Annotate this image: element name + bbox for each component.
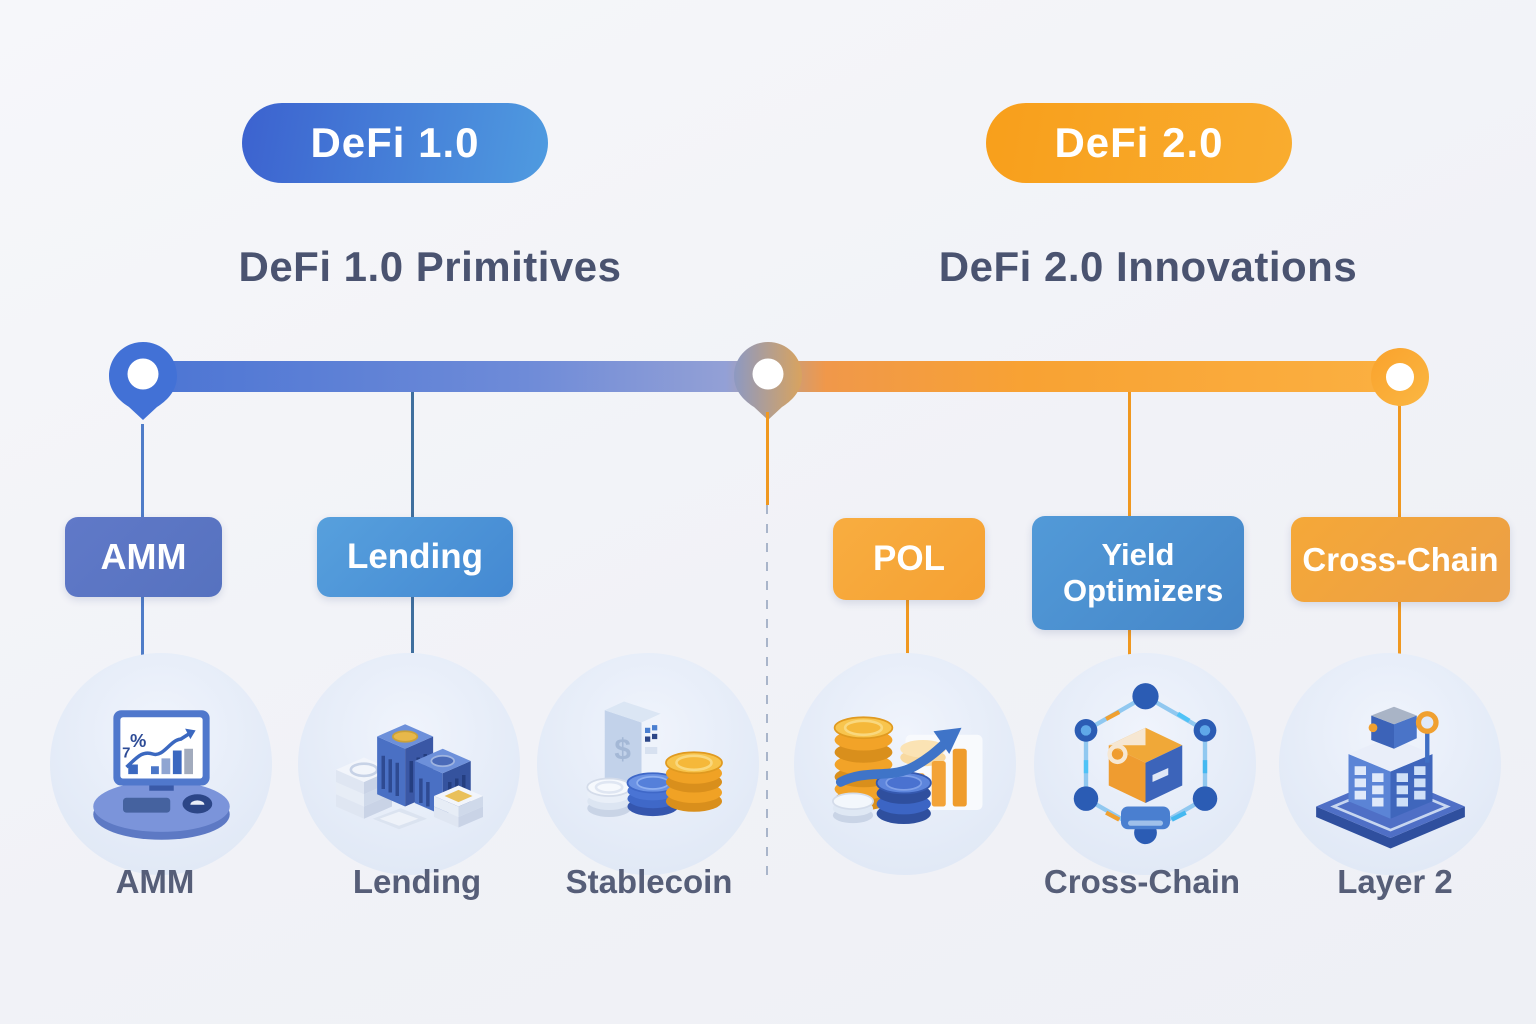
connector-amm-upper xyxy=(141,424,144,518)
connector-cross-chain-lower xyxy=(1398,601,1401,655)
yield-optimizers-box: Yield Optimizers xyxy=(1032,516,1244,630)
pol-box: POL xyxy=(833,518,985,600)
pol-box-label: POL xyxy=(873,538,945,578)
connector-lending-upper xyxy=(411,392,414,518)
pol-graphic xyxy=(831,715,982,824)
cross-chain-box-label: Cross-Chain xyxy=(1302,540,1499,578)
stablecoin-coins-icon: $ xyxy=(537,653,759,875)
defi-1-badge: DeFi 1.0 xyxy=(242,103,548,183)
layer2-building-icon xyxy=(1279,653,1501,875)
defi-1-badge-label: DeFi 1.0 xyxy=(310,119,480,166)
cross-chain-graphic xyxy=(1073,682,1217,844)
layer2-caption: Layer 2 xyxy=(1337,863,1453,900)
lending-box: Lending xyxy=(317,517,513,597)
era2-title: DeFi 2.0 Innovations xyxy=(938,243,1358,290)
defi-2-badge: DeFi 2.0 xyxy=(986,103,1292,183)
connector-cross-chain-upper xyxy=(1398,406,1401,517)
timeline-start-pin-icon xyxy=(109,342,177,420)
section-divider-dashed-line xyxy=(766,505,768,883)
timeline-end-ring-icon xyxy=(1371,348,1429,406)
connector-pol-lower xyxy=(906,600,909,655)
connector-yield-upper xyxy=(1128,392,1131,516)
svg-text:$: $ xyxy=(614,733,631,766)
stablecoin-caption: Stablecoin xyxy=(565,863,733,900)
connector-lending-lower xyxy=(411,597,414,653)
amm-chart-graphic: 7 % xyxy=(92,709,230,840)
lending-graphic xyxy=(335,723,483,829)
stablecoin-graphic: $ xyxy=(585,701,723,817)
yield-optimizers-box-label: Yield Optimizers xyxy=(1063,537,1224,608)
cross-chain-network-icon xyxy=(1034,653,1256,875)
lending-box-label: Lending xyxy=(346,536,484,576)
era1-title: DeFi 1.0 Primitives xyxy=(238,243,622,290)
svg-text:7: 7 xyxy=(122,745,130,761)
layer2-graphic xyxy=(1315,706,1465,848)
connector-amm-lower xyxy=(141,597,144,655)
timeline-middle-pin-icon xyxy=(734,342,802,420)
lending-caption: Lending xyxy=(352,863,482,900)
connector-middle-node xyxy=(766,412,769,505)
lending-buildings-icon xyxy=(298,653,520,875)
defi-2-badge-label: DeFi 2.0 xyxy=(1054,119,1224,166)
amm-analytics-laptop-icon: 7 % xyxy=(50,653,272,875)
pol-coins-growth-icon xyxy=(794,653,1016,875)
svg-text:%: % xyxy=(130,730,146,751)
cross-chain-box: Cross-Chain xyxy=(1291,517,1510,602)
connector-yield-lower xyxy=(1128,630,1131,656)
cross-chain-caption: Cross-Chain xyxy=(1043,863,1241,900)
amm-box: AMM xyxy=(65,517,222,597)
amm-caption: AMM xyxy=(115,863,195,900)
amm-box-label: AMM xyxy=(100,536,187,578)
